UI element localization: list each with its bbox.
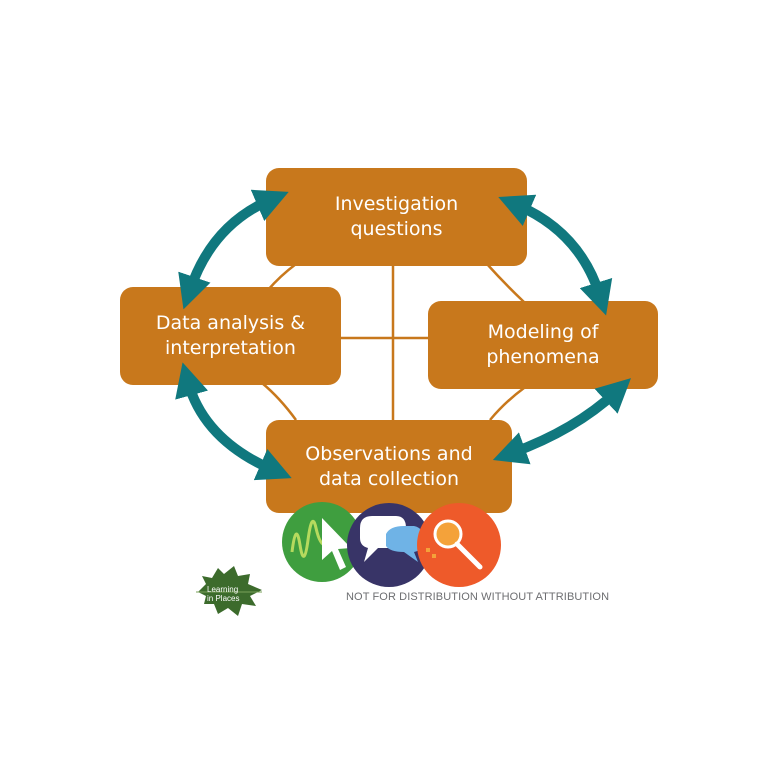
arrow-bottom-right bbox=[492, 378, 631, 465]
node-label: Modeling of phenomena bbox=[486, 321, 600, 368]
arrow-top-right bbox=[498, 194, 613, 316]
node-observations: Observations and data collection bbox=[266, 420, 512, 513]
magnifier-icon bbox=[417, 503, 501, 587]
logo-text: Learning in Places bbox=[207, 585, 240, 603]
arrow-top-left bbox=[178, 189, 289, 310]
node-modeling: Modeling of phenomena bbox=[428, 301, 658, 389]
node-investigation-questions: Investigation questions bbox=[266, 168, 527, 266]
arrow-bottom-left bbox=[175, 362, 292, 481]
chart-cursor-icon bbox=[282, 502, 362, 582]
attribution-notice: NOT FOR DISTRIBUTION WITHOUT ATTRIBUTION bbox=[346, 591, 610, 603]
speech-bubbles-icon bbox=[347, 503, 431, 587]
node-label: Observations and data collection bbox=[305, 442, 473, 490]
node-label: Data analysis & interpretation bbox=[155, 312, 306, 359]
node-label: Investigation questions bbox=[334, 193, 459, 240]
